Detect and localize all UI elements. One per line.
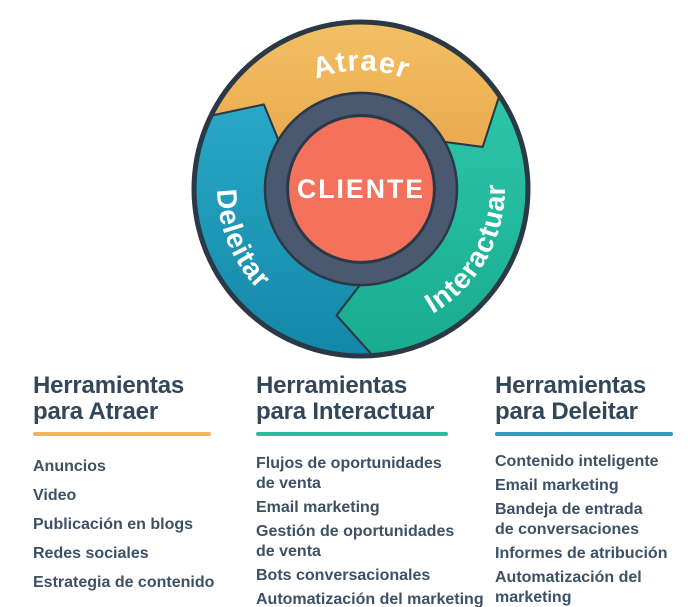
list-item: Flujos de oportunidades de venta <box>256 455 442 492</box>
tools-column-deleitar: Herramientas para Deleitar Contenido int… <box>495 373 697 607</box>
tools-list: Contenido inteligente Email marketing Ba… <box>495 452 697 607</box>
heading-underline <box>495 432 673 436</box>
tools-column-atraer: Herramientas para Atraer Anuncios Video … <box>33 373 249 602</box>
flywheel-diagram: Atraer Deleitar Interactuar CLIENTE <box>191 19 531 359</box>
column-heading: Herramientas para Deleitar <box>495 372 647 425</box>
center-label-cliente: CLIENTE <box>297 174 425 204</box>
column-heading: Herramientas para Atraer <box>33 372 185 425</box>
list-item: Automatización del marketing <box>495 569 642 606</box>
list-item: Anuncios <box>33 458 106 475</box>
tools-list: Anuncios Video Publicación en blogs Rede… <box>33 457 249 593</box>
tools-list: Flujos de oportunidades de venta Email m… <box>256 454 484 607</box>
list-item: Bandeja de entrada de conversaciones <box>495 501 643 538</box>
list-item: Contenido inteligente <box>495 453 659 470</box>
flywheel-hub-ring-outline <box>263 91 459 287</box>
list-item: Gestión de oportunidades de venta <box>256 523 455 560</box>
flywheel-hub <box>286 114 436 264</box>
list-item: Automatización del marketing <box>256 591 484 607</box>
list-item: Video <box>33 487 77 504</box>
heading-underline <box>256 432 448 436</box>
flywheel-outer-rim <box>191 19 531 359</box>
list-item: Bots conversacionales <box>256 567 431 584</box>
list-item: Estrategia de contenido <box>33 574 215 591</box>
column-heading: Herramientas para Interactuar <box>256 372 435 425</box>
list-item: Email marketing <box>495 477 619 494</box>
list-item: Informes de atribución <box>495 545 668 562</box>
flywheel-hub-ring <box>265 93 457 285</box>
tools-column-interactuar: Herramientas para Interactuar Flujos de … <box>256 373 484 607</box>
list-item: Publicación en blogs <box>33 516 194 533</box>
heading-underline <box>33 432 211 436</box>
list-item: Redes sociales <box>33 545 149 562</box>
list-item: Email marketing <box>256 499 380 516</box>
